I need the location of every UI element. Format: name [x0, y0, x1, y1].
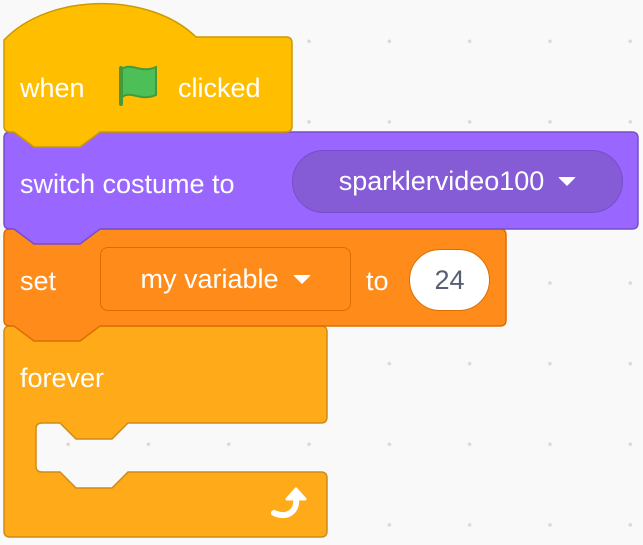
value-text: 24 [434, 264, 465, 295]
set-label: set [20, 266, 57, 296]
green-flag-icon [119, 65, 157, 106]
to-label: to [366, 266, 389, 296]
chevron-down-icon [292, 274, 311, 284]
when-label: when [20, 73, 85, 103]
costume-dropdown[interactable]: sparklervideo100 [292, 150, 623, 213]
switch-costume-label: switch costume to [20, 169, 235, 199]
chevron-down-icon [558, 177, 577, 186]
variable-value: my variable [140, 263, 279, 294]
costume-value: sparklervideo100 [338, 166, 545, 196]
clicked-label: clicked [178, 73, 261, 103]
forever-block[interactable] [3, 325, 328, 538]
variable-dropdown[interactable]: my variable [100, 247, 351, 311]
loop-arrow-icon [271, 487, 307, 518]
forever-label: forever [20, 363, 105, 393]
value-input[interactable]: 24 [409, 249, 490, 311]
